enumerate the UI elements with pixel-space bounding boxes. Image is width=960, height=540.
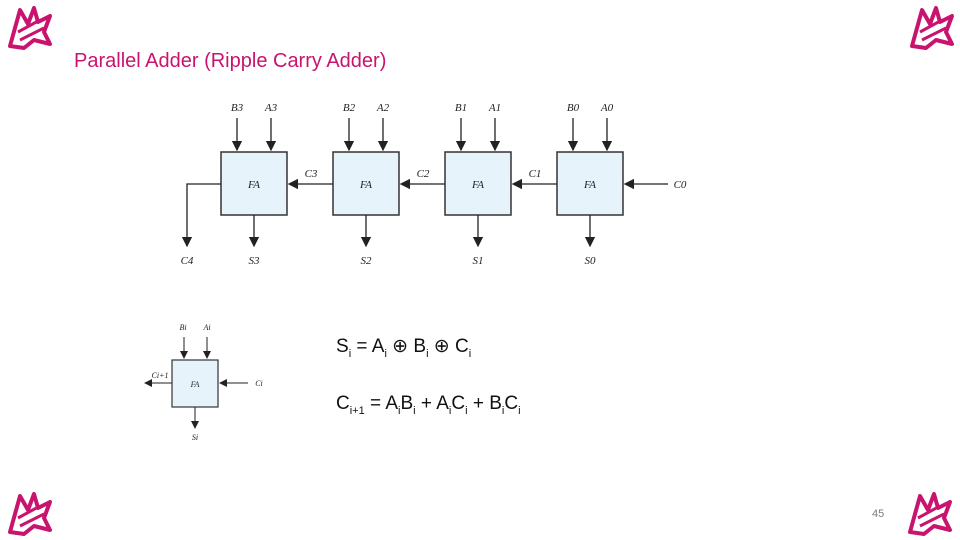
sum-s2-label: S2 bbox=[361, 255, 373, 267]
input-b2-label: B2 bbox=[343, 102, 356, 114]
single-carry-out-label: Ci+1 bbox=[152, 371, 169, 380]
fa-block-1 bbox=[444, 151, 512, 216]
carry-in-c0-label: C0 bbox=[674, 179, 687, 191]
single-fa-label: FA bbox=[190, 380, 200, 389]
input-a0-label: A0 bbox=[600, 102, 614, 114]
fa-block-3-label: FA bbox=[247, 179, 260, 191]
fa-block-3 bbox=[220, 151, 288, 216]
sum-equation: Si = Ai ⊕ Bi ⊕ Ci bbox=[336, 336, 472, 360]
single-sum-label: Si bbox=[192, 433, 198, 442]
input-a3-label: A3 bbox=[264, 102, 278, 114]
input-a2-label: A2 bbox=[376, 102, 390, 114]
fa-block-0 bbox=[556, 151, 624, 216]
carry-equation: Ci+1 = AiBi + AiCi + BiCi bbox=[336, 393, 521, 417]
carry-c1-label: C1 bbox=[529, 168, 542, 180]
input-a1-label: A1 bbox=[488, 102, 501, 114]
sum-s0-label: S0 bbox=[585, 255, 597, 267]
carry-c3-label: C3 bbox=[305, 168, 318, 180]
sum-s3-label: S3 bbox=[249, 255, 261, 267]
university-crest-icon bbox=[910, 6, 954, 50]
carry-c2-label: C2 bbox=[417, 168, 430, 180]
fa-block-2 bbox=[332, 151, 400, 216]
university-crest-icon bbox=[8, 492, 52, 536]
fa-block-0-label: FA bbox=[583, 179, 596, 191]
input-b1-label: B1 bbox=[455, 102, 467, 114]
input-b0-label: B0 bbox=[567, 102, 580, 114]
input-b3-label: B3 bbox=[231, 102, 244, 114]
fa-block-2-label: FA bbox=[359, 179, 372, 191]
single-fa-block bbox=[171, 359, 219, 408]
page-number: 45 bbox=[872, 508, 885, 520]
carry-out-c4-label: C4 bbox=[181, 255, 194, 267]
single-carry-in-label: Ci bbox=[255, 379, 263, 388]
single-input-b-label: Bi bbox=[179, 323, 186, 332]
university-crest-icon bbox=[908, 492, 952, 536]
university-crest-icon bbox=[8, 6, 52, 50]
fa-block-1-label: FA bbox=[471, 179, 484, 191]
sum-s1-label: S1 bbox=[473, 255, 484, 267]
single-input-a-label: Ai bbox=[202, 323, 210, 332]
slide-title: Parallel Adder (Ripple Carry Adder) bbox=[74, 50, 387, 72]
